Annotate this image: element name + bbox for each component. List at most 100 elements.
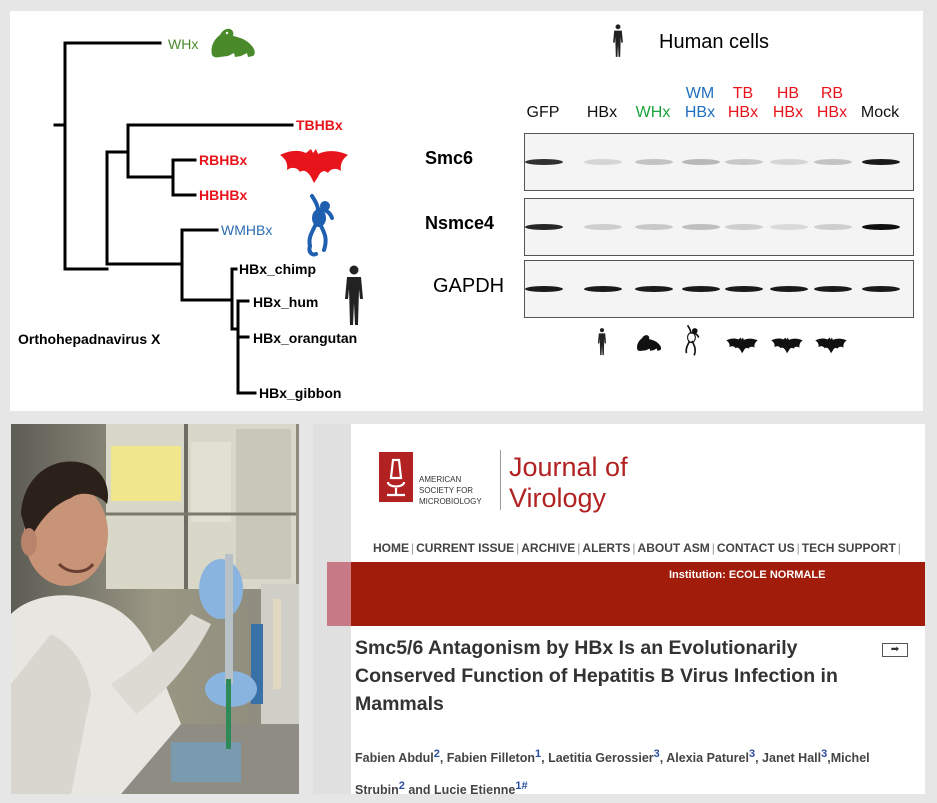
nav-separator: |: [796, 541, 800, 555]
blot-title: Human cells: [659, 31, 770, 53]
nav-separator: |: [711, 541, 715, 555]
leaf-label-hbx-gibbon: HBx_gibbon: [259, 385, 342, 401]
nav-item[interactable]: ARCHIVE: [521, 541, 576, 555]
society-line-2: SOCIETY FOR: [419, 486, 474, 495]
nav-item[interactable]: ABOUT ASM: [637, 541, 710, 555]
author-name[interactable]: Alexia Paturel: [666, 751, 749, 766]
author-separator: ,: [827, 751, 831, 766]
author-affiliation[interactable]: 3: [748, 748, 756, 760]
expand-arrow-icon[interactable]: ➡: [882, 643, 908, 657]
bat-icon: [280, 149, 348, 183]
lane-label: WM HBx: [675, 84, 725, 122]
blot-band: [635, 224, 673, 230]
blot-row-label: Nsmce4: [425, 213, 495, 233]
blot-band: [584, 159, 622, 165]
nav-separator: |: [411, 541, 415, 555]
leaf-label-hbx-orangutan: HBx_orangutan: [253, 330, 358, 346]
bat-icon: [725, 333, 759, 362]
lane-label-line2: WHx: [635, 104, 671, 121]
blot-band: [525, 224, 563, 230]
article-title[interactable]: Smc5/6 Antagonism by HBx Is an Evolution…: [355, 637, 838, 715]
monkey-icon: [682, 324, 702, 365]
author-affiliation[interactable]: 3: [653, 748, 660, 760]
human-icon: [345, 265, 363, 325]
leaf-label-wmhbx: WMHBx: [221, 222, 273, 238]
tree-caption: Orthohepadnavirus X: [18, 331, 161, 347]
banner-accent: [327, 562, 351, 626]
lane-label-line2: HBx: [684, 104, 716, 121]
woodchuck-icon: [211, 28, 255, 58]
blot-band: [682, 286, 720, 292]
lane-label: GFP: [518, 84, 568, 122]
author-name[interactable]: Laetitia Gerossier: [548, 751, 654, 766]
lane-label-line2: HBx: [816, 104, 848, 121]
lane-label-line1: [577, 84, 627, 103]
author-separator: ,: [755, 751, 763, 766]
author-affiliation[interactable]: 1#: [515, 780, 528, 793]
lane-label-line2: GFP: [526, 104, 560, 121]
author-separator: ,: [439, 751, 447, 766]
human-icon: [597, 325, 607, 364]
leaf-label-rbhbx: RBHBx: [199, 152, 248, 168]
blot-band: [862, 286, 900, 292]
nav-item[interactable]: CURRENT ISSUE: [416, 541, 515, 555]
nav-item[interactable]: CONTACT US: [716, 541, 795, 555]
journal-name-line-1[interactable]: Journal of: [509, 452, 628, 482]
lane-label: TB HBx: [718, 84, 768, 122]
blot-row-label: GAPDH: [433, 275, 505, 297]
blot-band: [635, 286, 673, 292]
nav-item[interactable]: ALERTS: [582, 541, 631, 555]
society-line-3: MICROBIOLOGY: [419, 497, 482, 506]
nav-item[interactable]: TECH SUPPORT: [801, 541, 896, 555]
author-name[interactable]: Lucie Etienne: [434, 783, 516, 794]
journal-article-panel: AMERICAN SOCIETY FOR MICROBIOLOGY Journa…: [313, 424, 925, 794]
author-affiliation[interactable]: 3: [821, 748, 828, 760]
lane-label: HBx: [577, 84, 627, 122]
lane-label: RB HBx: [807, 84, 857, 122]
journal-name-line-2[interactable]: Virology: [509, 483, 607, 513]
blot-band: [525, 286, 563, 292]
blot-band: [725, 286, 763, 292]
society-line-1: AMERICAN: [419, 475, 462, 484]
blot-band: [814, 224, 852, 230]
author-name[interactable]: Michel Strubin: [355, 751, 870, 794]
author-name[interactable]: Fabien Abdul: [355, 751, 434, 766]
blot-band: [525, 159, 563, 165]
bat-icon: [770, 333, 804, 362]
blot-membrane: [524, 198, 914, 256]
author-separator: ,: [541, 751, 549, 766]
asm-microscope-logo: [379, 452, 413, 502]
blot-band: [682, 159, 720, 165]
blot-band: [770, 286, 808, 292]
lane-label-line2: HBx: [772, 104, 804, 121]
lane-label-line1: TB: [732, 85, 754, 102]
woodchuck-icon: [635, 333, 663, 358]
lab-photo: [11, 424, 299, 794]
lane-label-line2: HBx: [586, 104, 618, 121]
author-name[interactable]: Fabien Filleton: [446, 751, 535, 766]
nav-item[interactable]: HOME: [373, 541, 409, 555]
blot-band: [584, 224, 622, 230]
nav-separator: |: [897, 541, 901, 555]
lane-label-line1: WM: [685, 85, 715, 102]
blot-band: [770, 224, 808, 230]
author-affiliation[interactable]: 2: [398, 780, 405, 793]
lane-label-line1: HB: [776, 85, 800, 102]
author-separator: ,: [659, 751, 667, 766]
lane-label-line1: [628, 84, 678, 103]
author-name[interactable]: Janet Hall: [762, 751, 822, 766]
author-list: Fabien Abdul2, Fabien Filleton1, Laetiti…: [355, 740, 915, 794]
author-affiliation[interactable]: 1: [534, 748, 542, 760]
blot-band: [862, 159, 900, 165]
institution-text: Institution: ECOLE NORMALE: [669, 569, 826, 581]
lane-label-line2: HBx: [727, 104, 759, 121]
author-affiliation[interactable]: 2: [433, 748, 440, 760]
lane-label: WHx: [628, 84, 678, 122]
blot-row-label: Smc6: [425, 148, 474, 168]
leaf-label-hbx-chimp: HBx_chimp: [239, 261, 317, 277]
blot-band: [862, 224, 900, 230]
lane-label-line1: [518, 84, 568, 103]
lane-label: Mock: [855, 84, 905, 122]
lane-label-line1: RB: [820, 85, 844, 102]
leaf-label-hbx-hum: HBx_hum: [253, 294, 319, 310]
